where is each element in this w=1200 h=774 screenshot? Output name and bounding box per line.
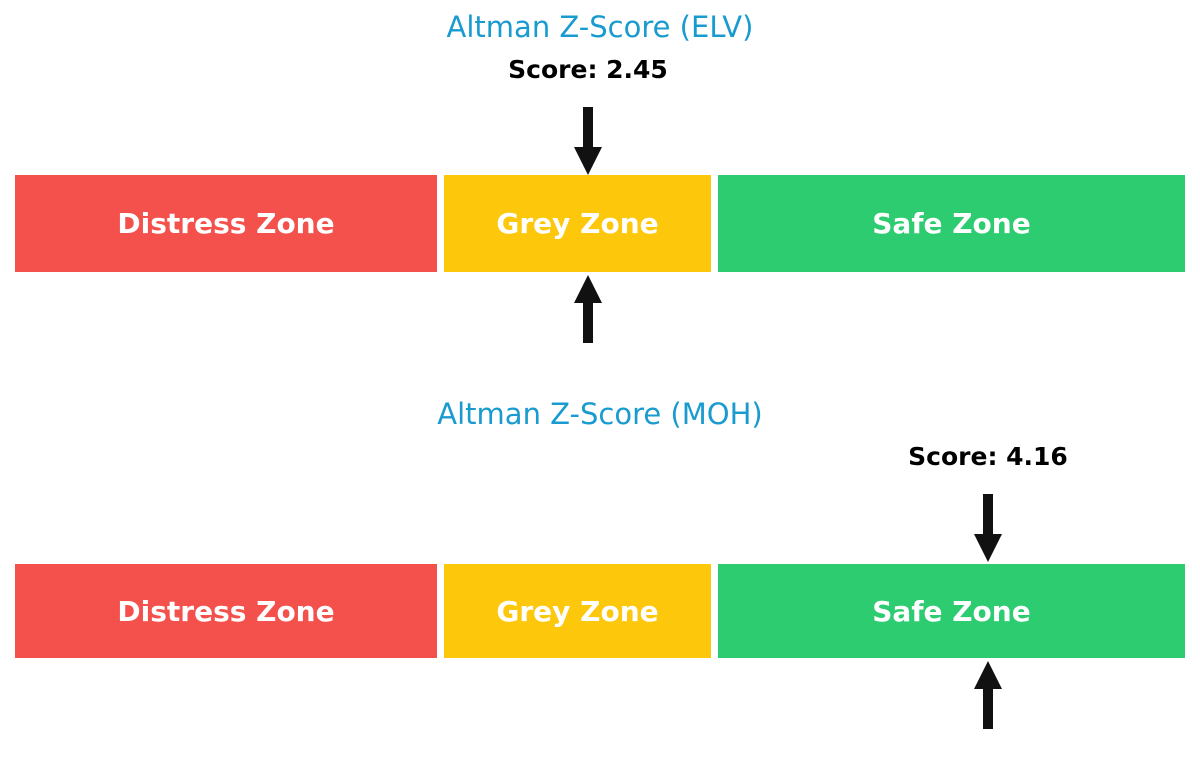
up-arrow-icon: [973, 661, 1003, 729]
grey-zone-segment: Grey Zone: [444, 564, 711, 658]
distress-zone-label: Distress Zone: [117, 594, 335, 628]
distress-zone-label: Distress Zone: [117, 207, 335, 240]
chart-title: Altman Z-Score (MOH): [437, 397, 763, 431]
safe-zone-label: Safe Zone: [872, 207, 1031, 240]
chart-title: Altman Z-Score (ELV): [446, 10, 754, 44]
score-label: Score: 4.16: [908, 442, 1068, 471]
up-arrow-icon: [573, 275, 603, 343]
safe-zone-label: Safe Zone: [872, 594, 1031, 628]
grey-zone-label: Grey Zone: [496, 207, 659, 240]
score-label: Score: 2.45: [508, 55, 668, 84]
distress-zone-segment: Distress Zone: [15, 564, 437, 658]
distress-zone-segment: Distress Zone: [15, 175, 437, 272]
grey-zone-segment: Grey Zone: [444, 175, 711, 272]
safe-zone-segment: Safe Zone: [718, 564, 1185, 658]
zone-bar: Distress Zone Grey Zone Safe Zone: [0, 564, 1200, 658]
grey-zone-label: Grey Zone: [496, 594, 659, 628]
down-arrow-icon: [573, 107, 603, 175]
down-arrow-icon: [973, 494, 1003, 562]
zone-bar: Distress Zone Grey Zone Safe Zone: [0, 175, 1200, 272]
safe-zone-segment: Safe Zone: [718, 175, 1185, 272]
